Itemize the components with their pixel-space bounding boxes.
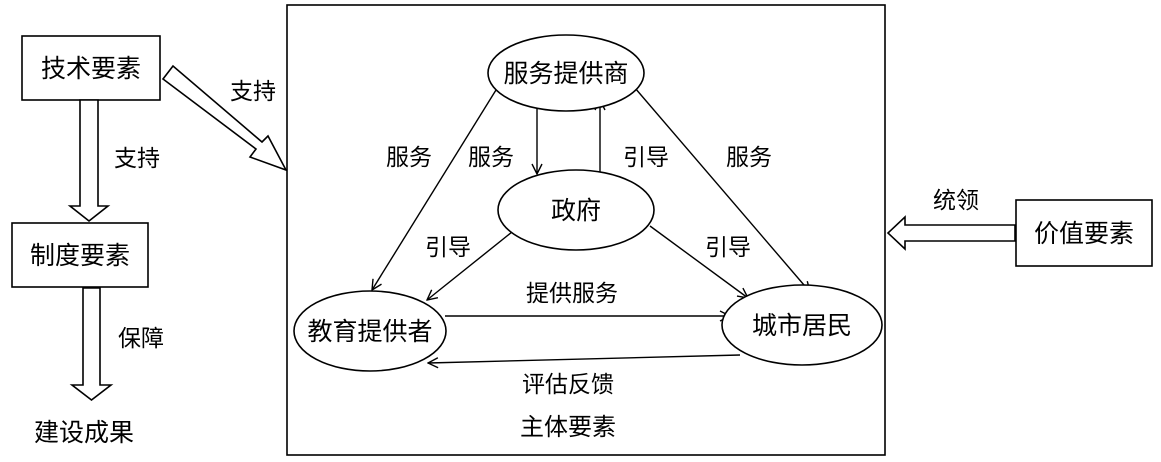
service-provider-label: 服务提供商 — [503, 59, 628, 88]
value-element-box — [1015, 199, 1153, 267]
gov-to-edu-connector — [427, 231, 513, 300]
tech-element-label: 技术要素 — [41, 54, 141, 83]
tech-to-institution-arrow — [67, 99, 111, 223]
institution-to-result-arrow — [69, 287, 114, 402]
subject-elements-label: 主体要素 — [520, 413, 616, 441]
evaluation-feedback-label: 评估反馈 — [522, 372, 614, 398]
value-to-frame-arrow — [886, 215, 1016, 251]
sp-serve-gov-label: 服务 — [468, 145, 514, 171]
education-provider-label: 教育提供者 — [307, 317, 432, 346]
government-label: 政府 — [551, 196, 601, 225]
tech-support-frame-label: 支持 — [230, 79, 276, 105]
institution-guarantee-label: 保障 — [118, 326, 164, 352]
value-element-label: 价值要素 — [1034, 219, 1134, 248]
sp-serve-resident-label: 服务 — [726, 145, 772, 171]
sp-to-edu-connector — [372, 89, 497, 290]
institution-element-label: 制度要素 — [30, 241, 130, 270]
sp-to-resident-connector — [634, 87, 810, 292]
subject-elements-frame — [286, 4, 886, 456]
gov-guide-resident-label: 引导 — [705, 235, 751, 261]
service-provider-node — [487, 34, 645, 112]
gov-guide-edu-label: 引导 — [425, 235, 471, 261]
institution-element-box — [11, 222, 149, 288]
provide-service-label: 提供服务 — [526, 281, 618, 307]
construction-result-label: 建设成果 — [34, 418, 134, 447]
value-lead-label: 统领 — [933, 188, 979, 214]
tech-to-frame-arrow — [161, 64, 288, 172]
resident-to-edu-connector — [428, 354, 741, 363]
gov-to-resident-connector — [649, 225, 748, 298]
resident-label: 城市居民 — [752, 311, 852, 340]
education-provider-node — [293, 290, 447, 372]
gov-guide-sp-label: 引导 — [623, 145, 669, 171]
sp-serve-edu-label: 服务 — [386, 145, 432, 171]
government-node — [497, 169, 655, 251]
resident-node — [721, 284, 883, 366]
tech-support-institution-label: 支持 — [114, 146, 160, 172]
